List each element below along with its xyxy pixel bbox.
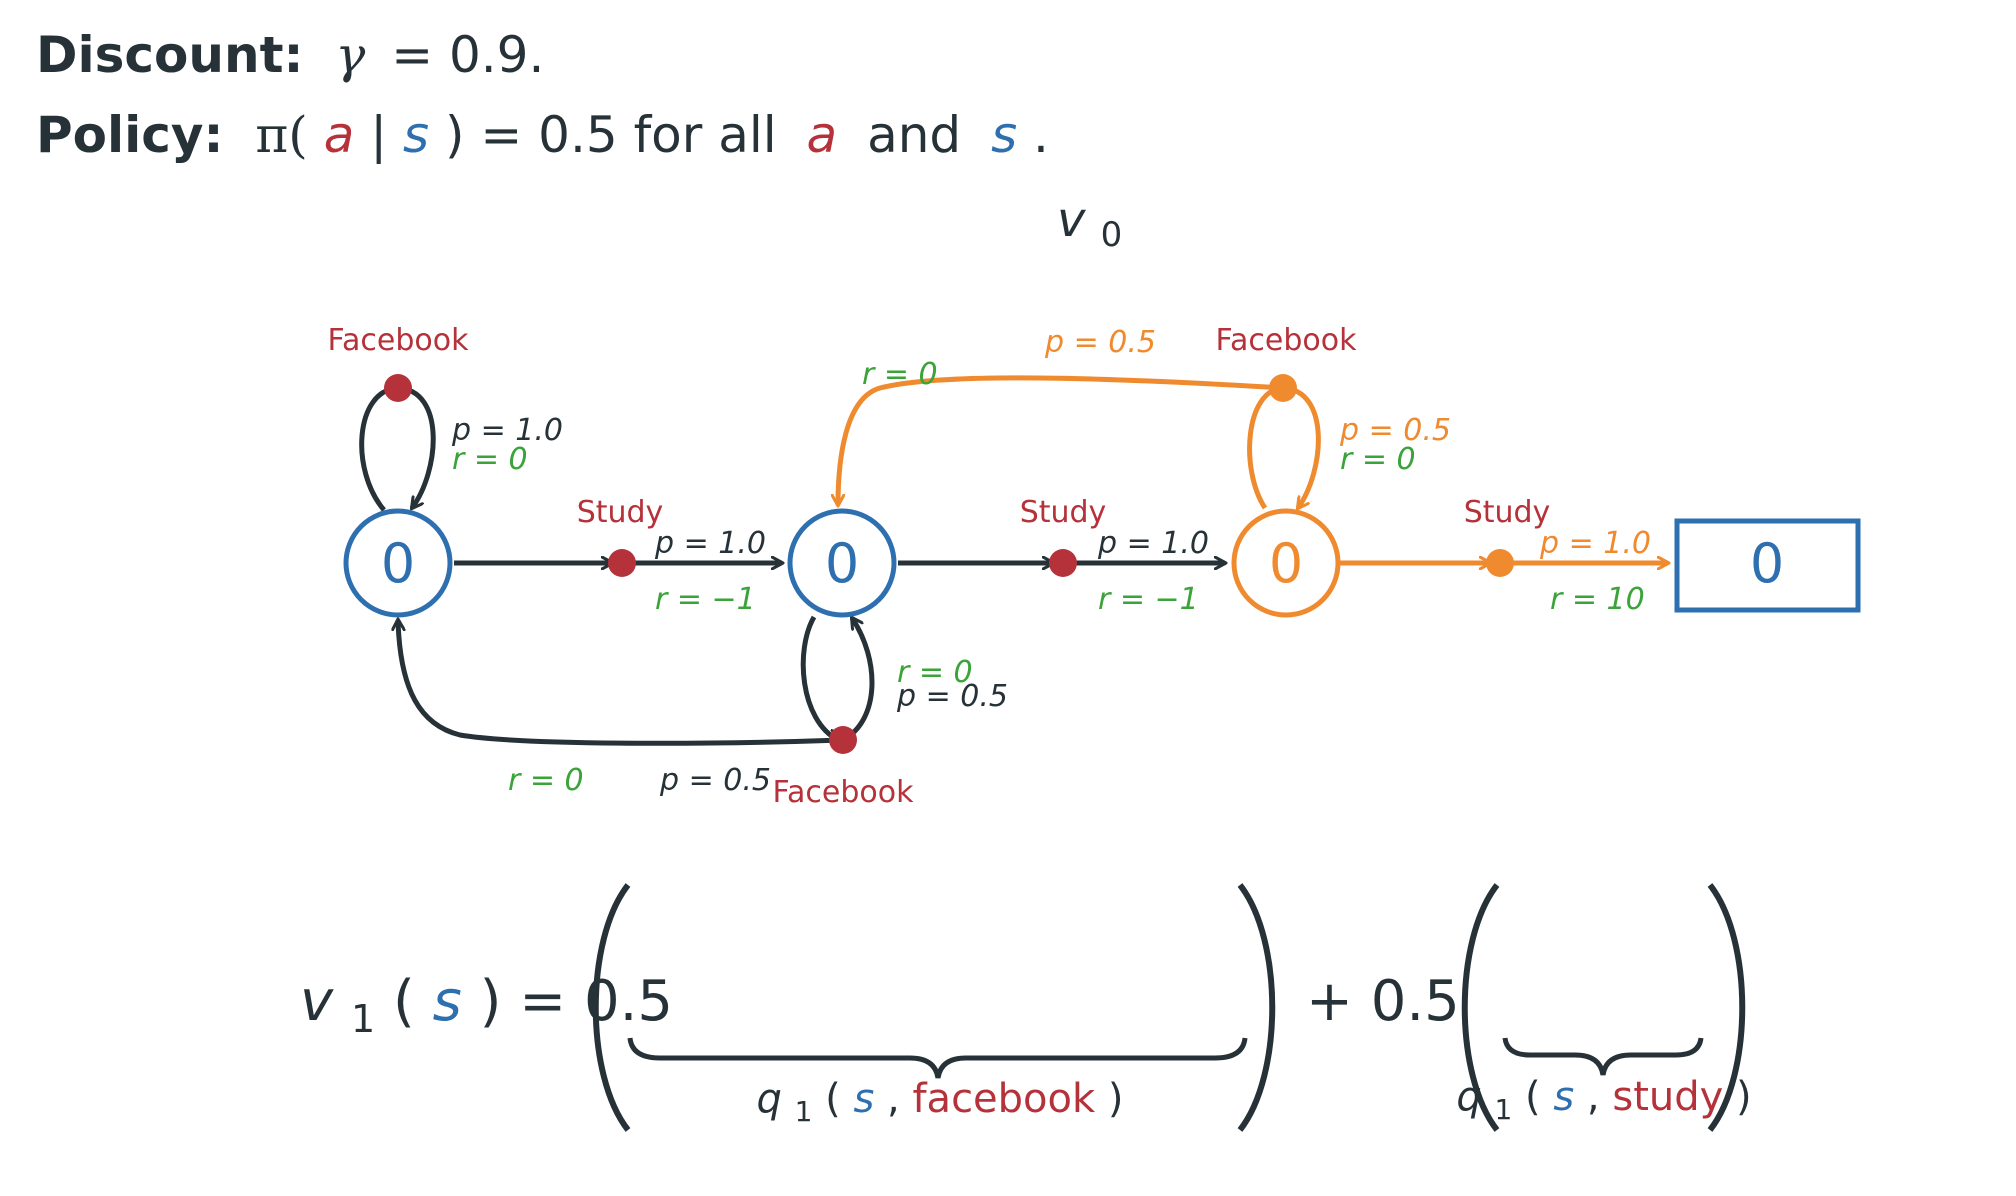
s2-fb-back-r-label: r = 0 [508,763,584,798]
edge-labels: p = 1.0 r = 0 p = 1.0 r = −1 r = 0 p = 0… [451,325,1651,798]
q1-study-label: q 1 ( s , study ) [1456,1074,1751,1129]
bellman-equation: v 1 ( s ) = 0.5 q 1 ( s , facebook ) + 0… [300,883,1752,1132]
big-paren-close-2 [1707,883,1746,1132]
underbrace-study [1502,1037,1704,1076]
edge-fb3-to-s2 [838,375,1284,505]
s3-study-p-label: p = 1.0 [1539,526,1651,561]
action-label-fb-3: Facebook [1216,323,1358,358]
s3-fb-loop-p-label: p = 0.5 [1339,413,1451,448]
action-dot-fb-2 [829,726,857,754]
state-node-2-value: 0 [825,532,859,595]
policy-a: a [324,106,355,164]
q1-facebook-action: facebook [912,1076,1096,1122]
policy-label: Policy: [36,106,224,164]
edge-s3-to-fb [1247,388,1283,510]
action-dot-study-2 [1049,549,1077,577]
q1-study-q: q [1456,1074,1481,1120]
q1-facebook-comma: , [887,1076,900,1122]
equation-lhs: v 1 ( s ) = 0.5 [300,969,673,1046]
edge-fb3-to-s3 [1282,385,1321,508]
edge-fb2-to-s1 [398,620,844,746]
s3-fb-loop-r-label: r = 0 [1340,442,1416,477]
action-nodes [384,374,1514,754]
state-nodes: 0 0 0 0 [343,508,1861,618]
action-dot-study-1 [608,549,636,577]
equation-v: v [300,969,334,1034]
state-node-2 [787,508,897,618]
discount-label: Discount: [36,26,303,84]
q1-study-s: s [1553,1074,1574,1120]
q1-study-sub: 1 [1494,1093,1512,1126]
s2-fb-back-p-label: p = 0.5 [659,763,771,798]
s3-study-r-label: r = 10 [1550,582,1645,617]
equation-open: ( [393,969,415,1034]
equation-s: s [433,969,462,1034]
s3-fb-back-r-label: r = 0 [862,357,938,392]
state-node-1 [343,508,453,618]
q1-study-open: ( [1525,1074,1541,1120]
equation-plus: + 0.5 [1306,969,1460,1034]
action-label-fb-2: Facebook [773,775,915,810]
action-label-fb-1: Facebook [328,323,470,358]
s2-fb-loop-r-label: r = 0 [897,655,973,690]
edge-fb-to-s2 [841,618,875,743]
s1-study-r-label: r = −1 [655,582,756,617]
edges [359,375,1668,746]
q1-study-action: study [1612,1074,1723,1120]
state-node-3-value: 0 [1269,532,1303,595]
edge-fb-to-s1 [397,385,436,508]
terminal-state-node [1674,518,1861,613]
discount-value: = 0.9. [391,26,544,84]
q1-facebook-open: ( [825,1076,841,1122]
header: Discount: γ = 0.9. Policy: π( a | s ) = … [36,26,1049,164]
edge-s1-to-fb [359,388,398,512]
terminal-state-value: 0 [1750,532,1784,595]
action-labels: Facebook Study Facebook Study Facebook S… [328,323,1551,810]
policy-bar: | [370,106,387,164]
policy-line: Policy: π( a | s ) = 0.5 for all a and s… [36,106,1049,164]
q1-study-close: ) [1736,1074,1752,1120]
diagram-title: v 0 [1057,192,1122,255]
q1-study-comma: , [1587,1074,1600,1120]
equation-close-eq: ) = 0.5 [480,969,673,1034]
policy-a2: a [807,106,838,164]
action-dot-fb-1 [384,374,412,402]
s3-fb-back-p-label: p = 0.5 [1044,325,1156,360]
s2-study-p-label: p = 1.0 [1097,526,1209,561]
policy-close: ) = 0.5 for all [445,106,777,164]
discount-line: Discount: γ = 0.9. [36,26,544,84]
diagram-title-v: v [1057,192,1086,248]
action-dot-study-3 [1486,549,1514,577]
big-paren-open-1 [592,883,631,1132]
action-label-study-2: Study [1020,495,1107,530]
policy-and: and [867,106,961,164]
q1-facebook-s: s [853,1076,874,1122]
big-paren-open-2 [1461,883,1500,1132]
s1-fb-p-label: p = 1.0 [451,413,563,448]
big-paren-close-1 [1237,883,1276,1132]
s1-study-p-label: p = 1.0 [654,526,766,561]
s1-fb-r-label: r = 0 [452,442,528,477]
diagram-title-sub: 0 [1101,215,1123,255]
policy-end: . [1033,106,1049,164]
state-node-3 [1231,508,1341,618]
q1-facebook-close: ) [1108,1076,1124,1122]
underbrace-facebook [627,1037,1248,1079]
action-label-study-3: Study [1464,495,1551,530]
policy-s: s [403,106,429,164]
edge-s2-to-fb [800,615,838,743]
s2-study-r-label: r = −1 [1098,582,1199,617]
state-node-1-value: 0 [381,532,415,595]
action-dot-fb-3 [1269,374,1297,402]
s2-fb-loop-p-label: p = 0.5 [896,679,1008,714]
action-label-study-1: Study [577,495,664,530]
q1-facebook-label: q 1 ( s , facebook ) [756,1076,1123,1131]
q1-facebook-sub: 1 [795,1095,813,1128]
policy-s2: s [991,106,1017,164]
policy-pi: π( [255,106,307,164]
equation-v-sub: 1 [351,997,375,1041]
q1-facebook-q: q [756,1076,781,1122]
discount-gamma: γ [335,26,365,84]
